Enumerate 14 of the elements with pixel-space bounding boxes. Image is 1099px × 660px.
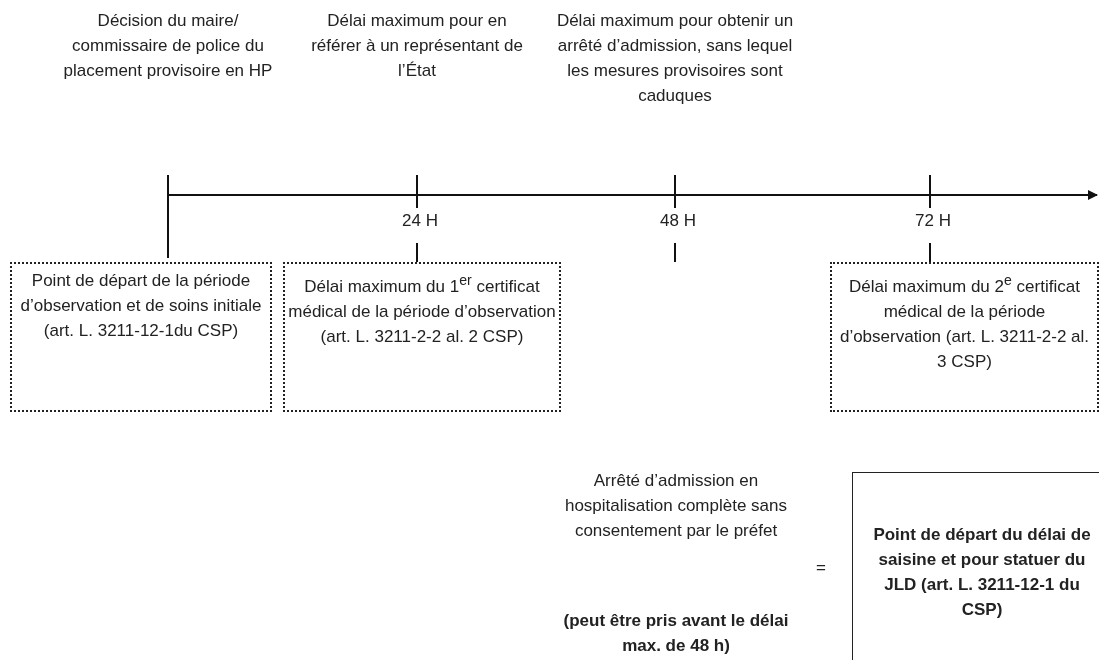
note-text: Arrêté d’admission en hospitalisation complète sans consentement par le préfet xyxy=(563,470,789,542)
outlined-box xyxy=(852,472,1099,660)
event-description: Délai maximum pour obtenir un arrêté d’admission, sans lequel les mesures provisoires sont caduques xyxy=(555,10,795,107)
equals-sign: = xyxy=(815,557,827,579)
box-text: Délai maximum du 2$^{e}$ certificat médical de la période d’observation (art. L. 3211-2-2 al. 3 CSP) xyxy=(838,271,1091,373)
event-description: Délai maximum pour en référer à un représentant de l’État xyxy=(310,10,524,82)
dotted-text-box xyxy=(830,262,1099,412)
note-text: (peut être pris avant le délai max. de 48 h) xyxy=(562,610,790,657)
dotted-text-box xyxy=(10,262,272,412)
box-text: Point de départ de la période d’observation et de soins initiale (art. L. 3211-12-1du CSP) xyxy=(19,270,263,342)
event-description: Décision du maire/ commissaire de police du placement provisoire en HP xyxy=(62,10,274,82)
box-text: Délai maximum du 1$^{er}$ certificat médical de la période d’observation (art. L. 3211-2-2 al. 2 CSP) xyxy=(287,271,557,348)
dotted-text-box xyxy=(283,262,561,412)
box-text: Point de départ du délai de saisine et pour statuer du JLD (art. L. 3211-12-1 du CSP) xyxy=(872,524,1092,621)
